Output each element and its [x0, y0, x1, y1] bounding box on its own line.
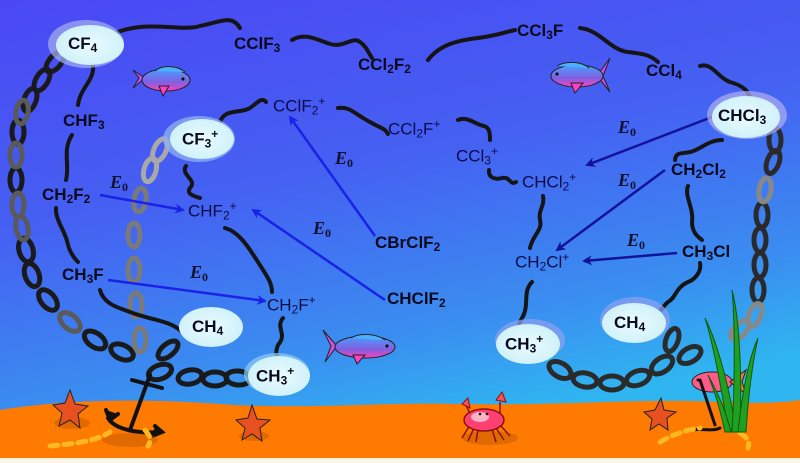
chain-left-inner [125, 136, 253, 389]
starfish-icon [234, 403, 272, 443]
ion-CF3+: CF3+ [182, 127, 219, 151]
arrow-CHClF2-to-CHF2+ [251, 208, 386, 302]
arrow-CH2Cl2-to-CH2Cl+ [555, 168, 666, 252]
energy-label-E0: E0 [335, 148, 354, 170]
bubble-CHCl3 [712, 96, 780, 138]
molecule-CH3F: CH3F [62, 265, 104, 286]
ion-CH3+-left: CH3+ [256, 364, 295, 388]
arrow-CH3F-to-CH2F+ [107, 278, 267, 305]
ionization-arrows [99, 115, 713, 305]
molecule-CCl3F: CCl3F [517, 21, 564, 42]
ion-CHCl2+: CHCl2+ [522, 170, 577, 194]
anchor-icon [104, 373, 166, 438]
molecule-CBrClF2: CBrClF2 [375, 233, 441, 254]
chain-left-outer [7, 49, 136, 363]
energy-label-E0: E0 [618, 170, 637, 192]
sand-trail [47, 425, 752, 451]
bubble-CH4-left [179, 307, 243, 347]
fish-icon [322, 329, 396, 365]
seaweed-icon [704, 289, 759, 433]
crab-icon [461, 390, 518, 445]
fish-icon [550, 57, 611, 94]
bubble-CF4 [56, 25, 124, 65]
energy-label-E0: E0 [618, 117, 637, 139]
molecule-CHCl3: CHCl3 [718, 106, 767, 127]
fish-icon [132, 66, 191, 98]
molecule-CHClF2: CHClF2 [387, 289, 446, 310]
ion-CCl2F+: CCl2F+ [388, 117, 441, 141]
ion-CH2Cl+: CH2Cl+ [515, 250, 570, 274]
bubble-CH3+-left [248, 356, 310, 396]
molecule-CH4-left: CH4 [192, 317, 224, 338]
ion-CH2F+: CH2F+ [267, 293, 316, 317]
arrow-CHCl3-to-CHCl2+ [585, 115, 713, 167]
ion-CH3+-right: CH3+ [505, 332, 544, 356]
molecule-CHF3: CHF3 [63, 111, 105, 132]
starfish-icon [51, 388, 90, 430]
arrow-CH3Cl-to-CH2Cl+ [582, 251, 678, 266]
molecule-CH2Cl2: CH2Cl2 [671, 160, 726, 181]
molecule-CH4-right: CH4 [614, 313, 646, 334]
molecule-CH3Cl: CH3Cl [682, 242, 731, 263]
ion-CClF2+: CClF2+ [273, 94, 326, 118]
bubbles [48, 20, 787, 396]
molecule-CCl2F2: CCl2F2 [358, 55, 411, 76]
ion-CHF2+: CHF2+ [188, 199, 237, 223]
bubble-CH3+-right [496, 324, 560, 364]
arrow-CH2F2-to-CHF2+ [99, 193, 185, 214]
ion-CCl3+: CCl3+ [456, 144, 498, 168]
bubble-CH4-right [602, 303, 666, 343]
energy-label-E0: E0 [190, 262, 209, 284]
molecule-CH2F2: CH2F2 [42, 185, 91, 206]
energy-label-E0: E0 [313, 218, 332, 240]
sand-floor [0, 400, 800, 463]
bubble-CF3+ [170, 119, 234, 159]
arrow-CBrClF2-to-CClF2+ [288, 115, 377, 237]
molecule-CCl4: CCl4 [646, 61, 682, 82]
energy-label-E0: E0 [627, 230, 646, 252]
starfish-icon [642, 396, 678, 432]
molecule-CClF3: CClF3 [234, 34, 281, 55]
energy-label-E0: E0 [110, 172, 129, 194]
molecule-CF4: CF4 [68, 34, 98, 55]
